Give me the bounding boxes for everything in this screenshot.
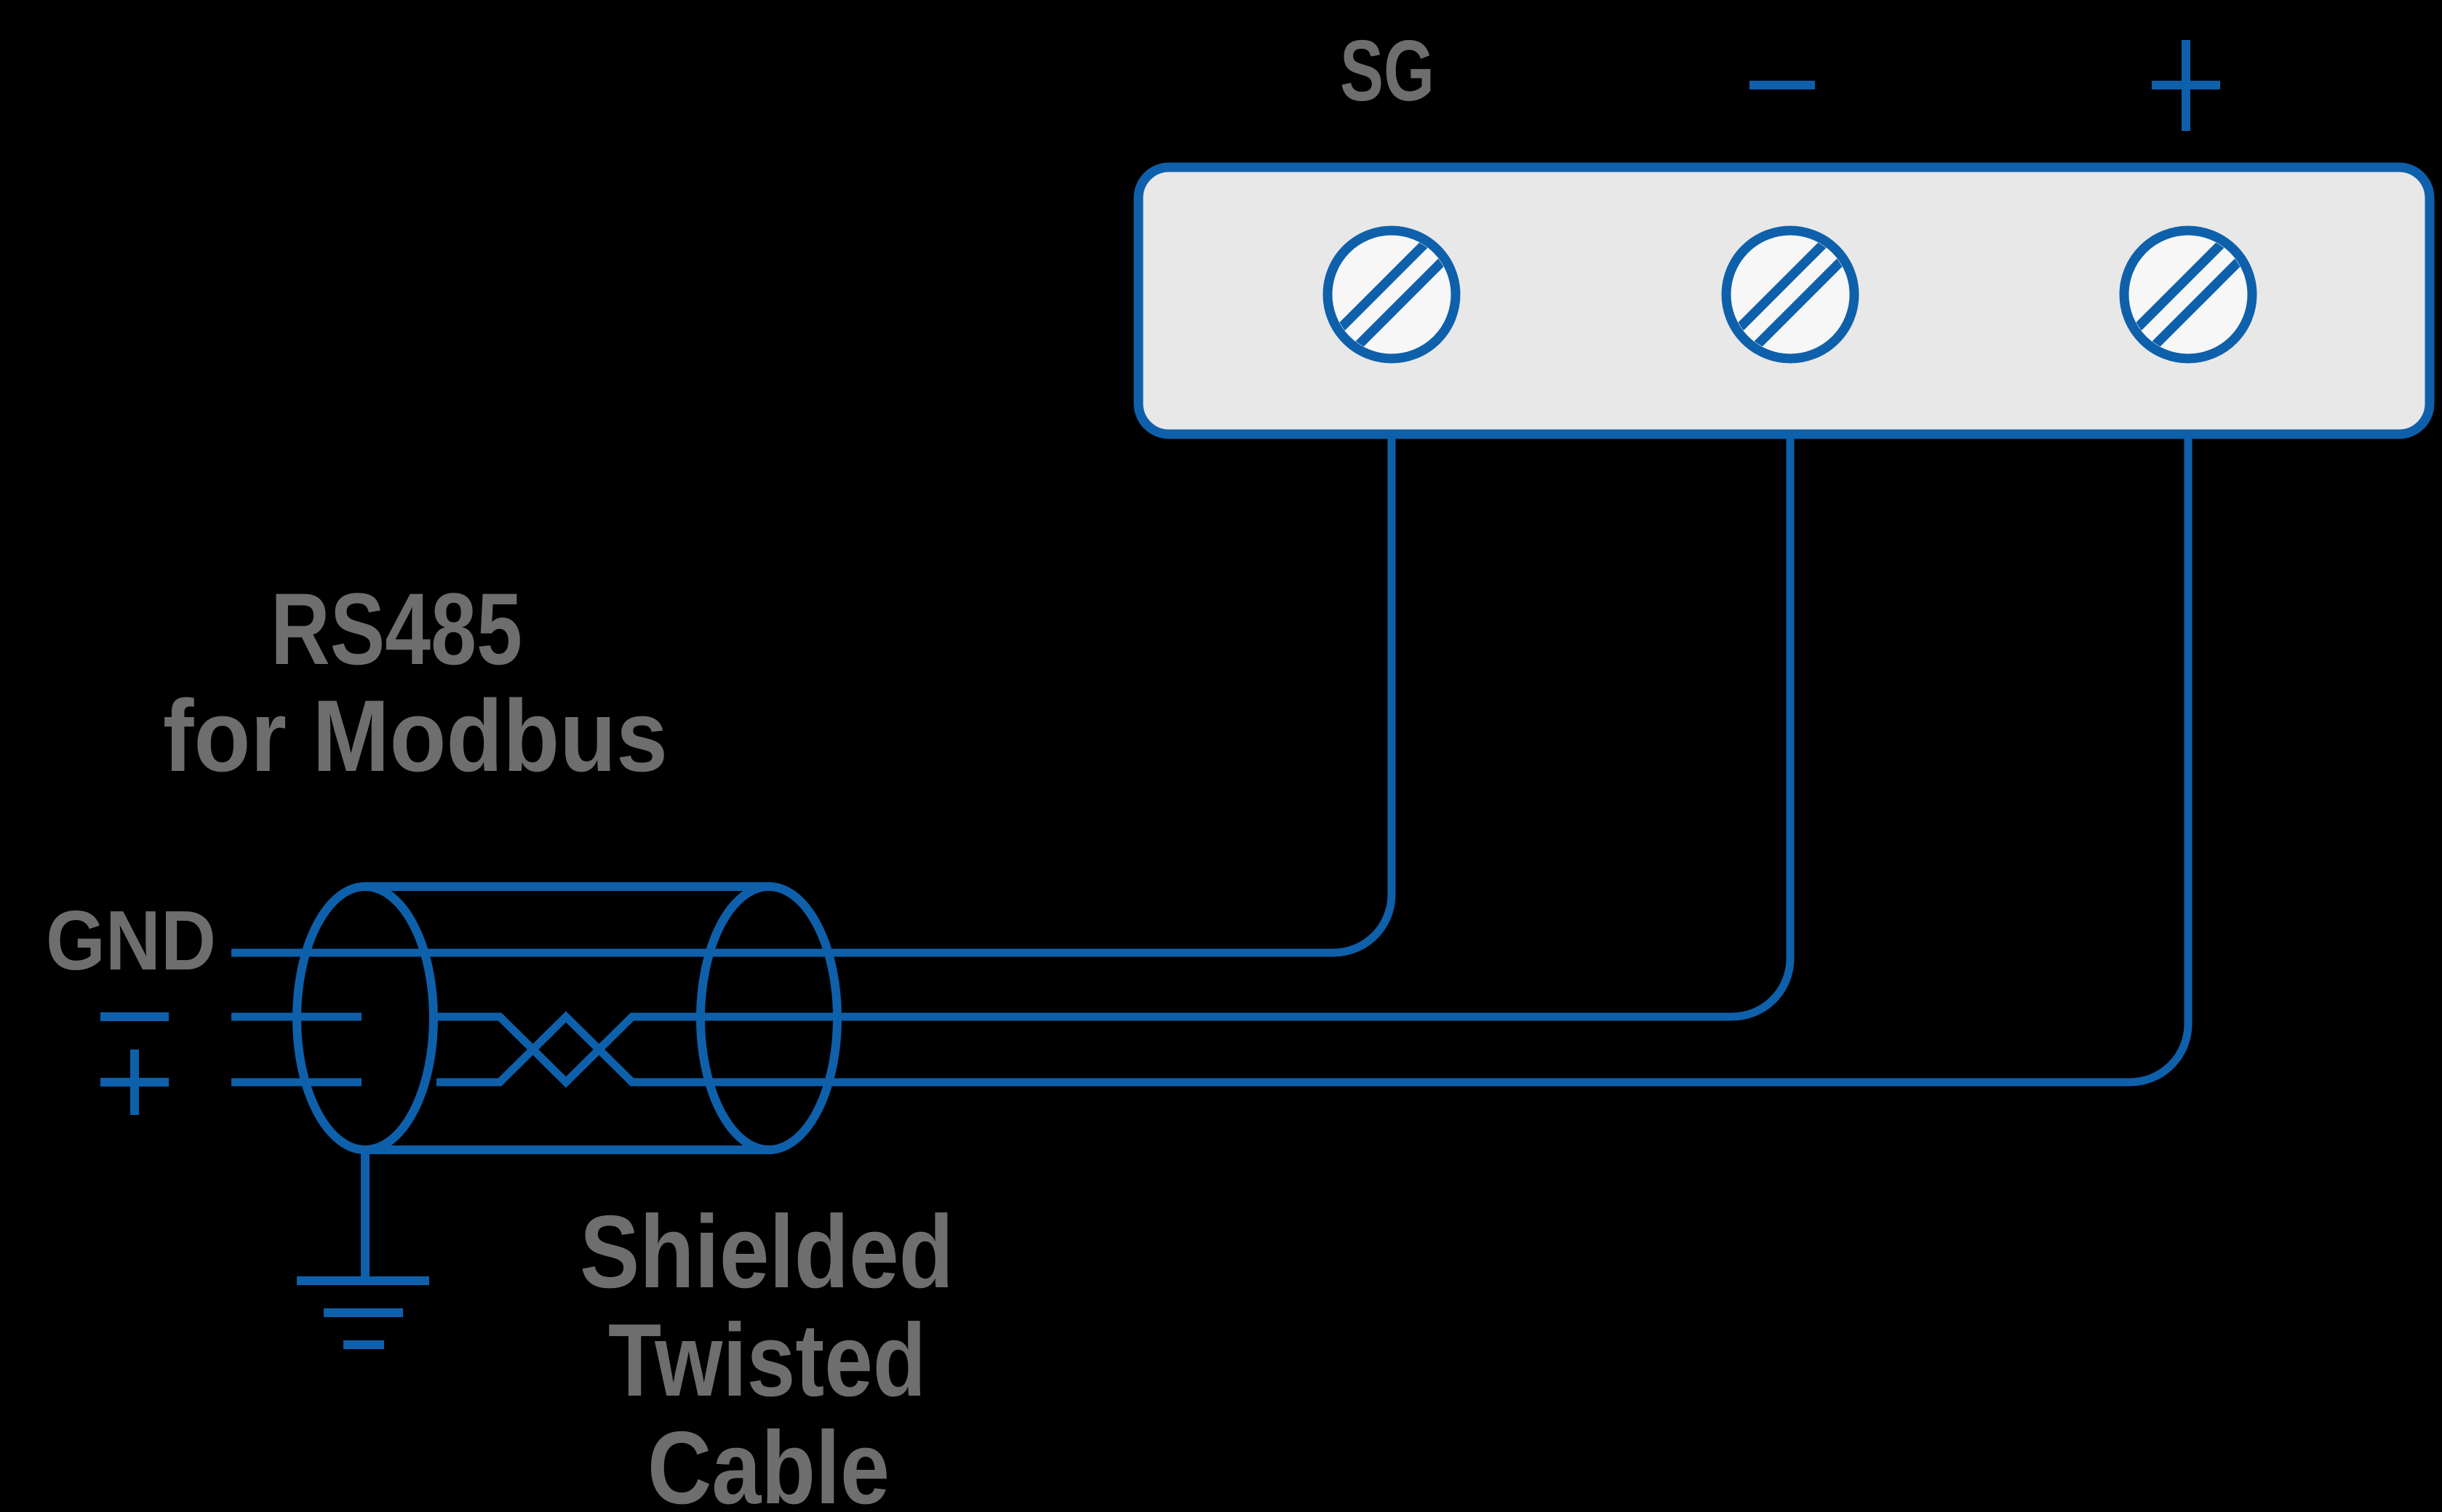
screw-terminal-minus <box>1721 225 1859 364</box>
cable-caption-line2: Twisted <box>608 1303 926 1418</box>
device-label-line1: RS485 <box>271 572 522 686</box>
sg-terminal-label: SG <box>1340 23 1435 119</box>
screw-slot-line <box>1731 236 1836 340</box>
wire-gnd <box>231 429 1396 957</box>
cable-caption-line1: Shielded <box>580 1194 954 1310</box>
screw-slot-line <box>1744 249 1849 353</box>
screw-head <box>2119 225 2257 364</box>
screw-slot-line <box>1333 236 1437 340</box>
plus-terminal-label <box>2152 40 2220 131</box>
earth-ground-icon <box>297 1150 429 1349</box>
screw-slot-line <box>2129 236 2234 340</box>
screw-slot-line <box>2142 249 2247 353</box>
plus-wire-symbol <box>100 1049 169 1115</box>
wire-plus <box>231 429 2192 1087</box>
screw-terminal-sg <box>1322 225 1461 364</box>
wires <box>231 429 2192 1088</box>
shielded-cable-icon <box>292 882 842 1154</box>
device-label-line2: for Modbus <box>163 679 668 793</box>
screw-terminal-plus <box>2119 225 2257 364</box>
screw-head <box>1322 225 1461 364</box>
screw-slot-line <box>1346 249 1451 353</box>
screw-head <box>1721 225 1859 364</box>
cable-caption-line3: Cable <box>647 1410 890 1512</box>
cable-end-right-ellipse <box>696 882 842 1154</box>
gnd-wire-label: GND <box>46 893 216 988</box>
